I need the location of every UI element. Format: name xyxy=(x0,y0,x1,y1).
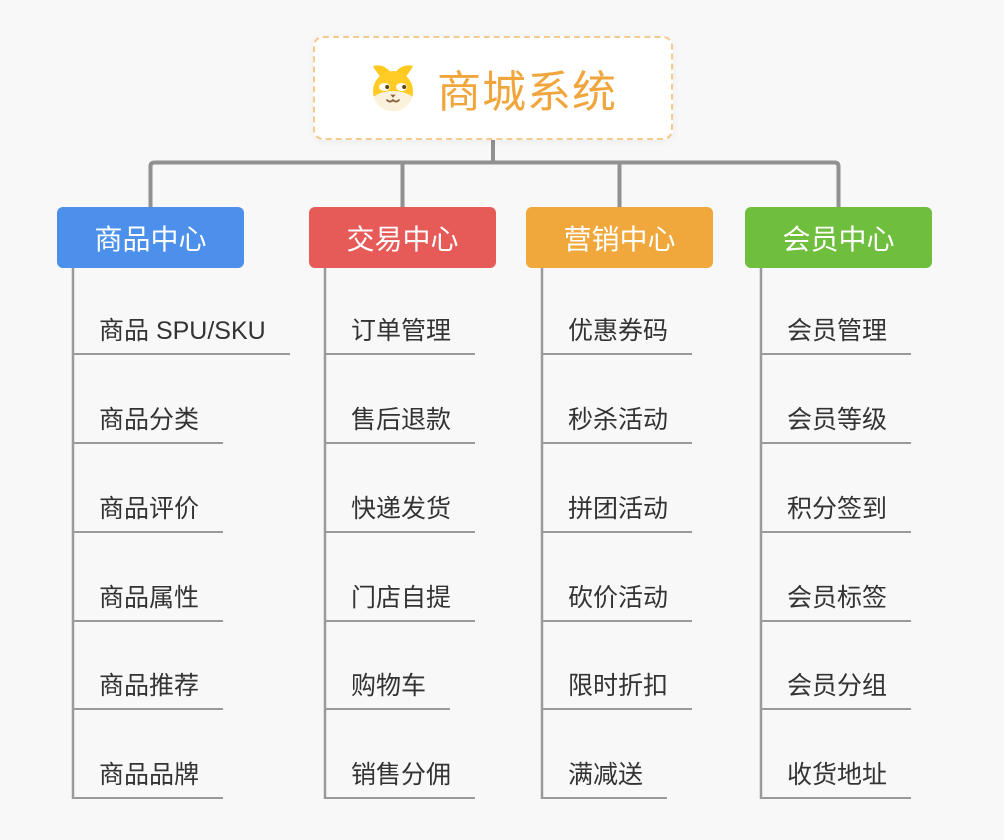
leaf-item[interactable]: 销售分佣 xyxy=(324,753,476,799)
leaf-item[interactable]: 会员分组 xyxy=(760,664,912,710)
leaf-item[interactable]: 商品分类 xyxy=(72,398,224,444)
branch-header[interactable]: 交易中心 xyxy=(309,207,496,268)
leaf-item[interactable]: 商品 SPU/SKU xyxy=(72,309,290,355)
root-title: 商城系统 xyxy=(437,68,617,117)
branch-header-label: 会员中心 xyxy=(782,223,895,255)
branch-header[interactable]: 会员中心 xyxy=(745,207,932,268)
leaf-item[interactable]: 快递发货 xyxy=(324,487,476,533)
leaf-item[interactable]: 积分签到 xyxy=(760,487,912,533)
leaf-item[interactable]: 商品推荐 xyxy=(72,664,224,710)
leaf-item[interactable]: 会员管理 xyxy=(760,309,912,355)
leaf-item[interactable]: 优惠券码 xyxy=(541,309,693,355)
leaf-item[interactable]: 商品品牌 xyxy=(72,753,224,799)
leaf-item[interactable]: 订单管理 xyxy=(324,309,476,355)
branch-header[interactable]: 营销中心 xyxy=(526,207,713,268)
leaf-item[interactable]: 售后退款 xyxy=(324,398,476,444)
branch-header-label: 商品中心 xyxy=(94,223,207,255)
leaf-item[interactable]: 会员标签 xyxy=(760,576,912,622)
leaf-item[interactable]: 拼团活动 xyxy=(541,487,693,533)
leaf-item[interactable]: 商品评价 xyxy=(72,487,224,533)
leaf-item[interactable]: 门店自提 xyxy=(324,576,476,622)
leaf-item[interactable]: 收货地址 xyxy=(760,753,912,799)
root-node[interactable]: 商城系统 xyxy=(313,36,673,140)
leaf-item[interactable]: 秒杀活动 xyxy=(541,398,693,444)
branch-header-label: 营销中心 xyxy=(563,223,676,255)
leaf-item[interactable]: 会员等级 xyxy=(760,398,912,444)
leaf-item[interactable]: 砍价活动 xyxy=(541,576,693,622)
leaf-item[interactable]: 商品属性 xyxy=(72,576,224,622)
leaf-item[interactable]: 限时折扣 xyxy=(541,664,693,710)
dog-face-icon xyxy=(373,65,413,111)
leaf-item[interactable]: 购物车 xyxy=(324,664,451,710)
branch-header-label: 交易中心 xyxy=(346,223,459,255)
leaf-item[interactable]: 满减送 xyxy=(541,753,668,799)
branch-header[interactable]: 商品中心 xyxy=(57,207,244,268)
